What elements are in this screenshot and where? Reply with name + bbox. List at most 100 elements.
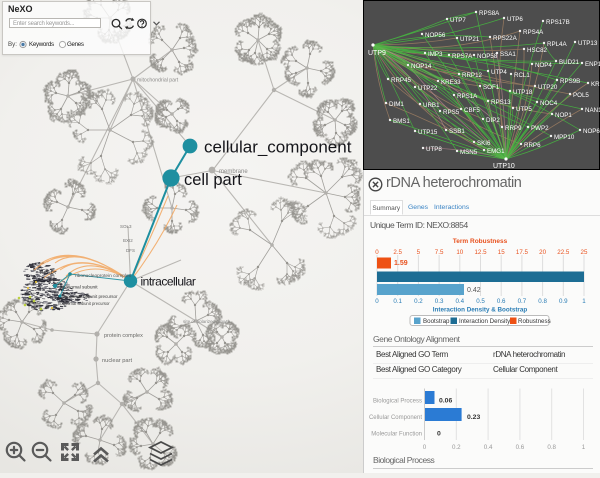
svg-text:Biological Process: Biological Process [373,399,422,405]
svg-text:10: 10 [456,249,463,256]
svg-text:EMG1: EMG1 [487,148,505,155]
svg-text:nuclear part: nuclear part [102,358,132,364]
svg-text:KRE33: KRE33 [441,79,461,86]
svg-text:HSC82: HSC82 [527,47,548,54]
svg-text:15: 15 [498,249,505,256]
svg-text:BXI2: BXI2 [123,238,133,243]
svg-text:SKI6: SKI6 [477,140,491,147]
svg-text:UTP13: UTP13 [578,40,598,47]
svg-text:0.5: 0.5 [476,298,485,305]
svg-text:Bootstrap: Bootstrap [423,318,450,325]
svg-text:BUD21: BUD21 [559,59,580,66]
svg-text:RPS17B: RPS17B [546,19,570,26]
svg-text:0.8: 0.8 [538,298,547,305]
svg-text:5: 5 [417,249,421,256]
svg-text:0: 0 [423,444,427,451]
svg-text:cellular_component: cellular_component [204,138,352,157]
svg-text:Robustness: Robustness [518,318,551,325]
svg-text:0.23: 0.23 [467,414,480,421]
svg-text:Interaction Density: Interaction Density [459,318,511,325]
svg-text:URB1: URB1 [423,102,440,109]
svg-text:NOC4: NOC4 [540,100,558,107]
svg-text:SOL3: SOL3 [120,224,132,229]
svg-text:SSA1: SSA1 [500,51,516,58]
svg-text:DIM1: DIM1 [389,101,404,108]
svg-text:RRP9: RRP9 [505,125,522,132]
svg-text:0.4: 0.4 [484,444,493,451]
svg-text:RRP45: RRP45 [391,77,412,84]
svg-text:UTP8: UTP8 [426,146,442,153]
svg-text:UTP22: UTP22 [418,85,438,92]
svg-text:UTP9: UTP9 [368,50,386,57]
svg-text:0.9: 0.9 [559,298,568,305]
svg-text:0.6: 0.6 [516,444,525,451]
svg-text:intracellular: intracellular [141,275,196,289]
svg-text:0.6: 0.6 [497,298,506,305]
svg-text:UTP15: UTP15 [418,129,438,136]
svg-text:17.5: 17.5 [516,249,529,256]
svg-text:UTP20: UTP20 [538,84,558,91]
svg-text:MPP10: MPP10 [554,134,575,141]
svg-text:RPS13: RPS13 [491,99,511,106]
svg-text:7.5: 7.5 [435,249,444,256]
svg-text:UTP6: UTP6 [507,16,523,23]
svg-text:NOP14: NOP14 [411,63,432,70]
svg-text:UTP10: UTP10 [493,163,515,170]
svg-text:25: 25 [581,249,588,256]
svg-text:UTP21: UTP21 [460,36,480,43]
svg-text:membrane: membrane [219,169,248,175]
svg-text:SSB1: SSB1 [449,128,465,135]
svg-text:cell part: cell part [184,171,242,189]
svg-text:Molecular Function: Molecular Function [371,432,422,438]
svg-text:0.2: 0.2 [414,298,423,305]
svg-text:KRE: KRE [591,81,600,88]
svg-text:0.3: 0.3 [435,298,444,305]
svg-text:0: 0 [375,249,379,256]
svg-text:RPS4A: RPS4A [523,29,544,36]
svg-text:RPL4A: RPL4A [547,41,567,48]
svg-text:0.4: 0.4 [455,298,464,305]
svg-text:20: 20 [539,249,546,256]
svg-text:RCL1: RCL1 [514,72,530,79]
svg-text:NOP58: NOP58 [477,53,498,60]
svg-text:0.06: 0.06 [439,398,452,405]
svg-text:RRP12: RRP12 [462,72,483,79]
svg-text:RPS9B: RPS9B [560,78,580,85]
svg-text:0.7: 0.7 [518,298,527,305]
svg-text:SOF1: SOF1 [483,84,500,91]
svg-text:UTP5: UTP5 [516,106,532,113]
svg-text:RPS5: RPS5 [443,109,460,116]
svg-text:PWP2: PWP2 [531,125,549,132]
svg-text:NOP56: NOP56 [425,32,446,39]
svg-text:0.8: 0.8 [547,444,556,451]
svg-text:site of polarized growth: site of polarized growth [183,319,231,324]
svg-text:RPS8A: RPS8A [479,10,500,17]
svg-text:ribonucleoprotein complex: ribonucleoprotein complex [75,273,132,279]
svg-text:RPS1A: RPS1A [40,270,57,276]
svg-text:0.2: 0.2 [452,444,461,451]
svg-text:POL5: POL5 [573,92,589,99]
svg-text:MSN5: MSN5 [460,149,478,156]
svg-text:0.42: 0.42 [467,287,481,294]
svg-text:RPS1A: RPS1A [457,93,478,100]
svg-text:ribosomal subunit precursor: ribosomal subunit precursor [62,294,118,299]
svg-text:IMP3: IMP3 [428,51,443,58]
svg-text:RRP6: RRP6 [524,142,541,149]
svg-text:DIP2: DIP2 [486,117,500,124]
svg-text:UTP18: UTP18 [513,89,533,96]
svg-text:0.1: 0.1 [393,298,402,305]
svg-text:1.59: 1.59 [394,260,408,267]
svg-text:NOP1: NOP1 [555,112,572,119]
svg-text:1: 1 [582,298,586,305]
svg-text:CBF5: CBF5 [464,107,480,114]
svg-text:RPS22A: RPS22A [493,35,518,42]
svg-text:UTP7: UTP7 [450,17,466,24]
svg-text:1: 1 [582,444,586,451]
svg-text:NOP4: NOP4 [535,62,552,69]
svg-text:0: 0 [375,298,379,305]
svg-text:NAN1: NAN1 [585,107,600,114]
svg-text:12.5: 12.5 [474,249,487,256]
svg-text:Interaction Density & Bootstra: Interaction Density & Bootstrap [433,307,528,314]
svg-text:BMS1: BMS1 [393,118,410,125]
svg-text:UTP4: UTP4 [491,69,507,76]
